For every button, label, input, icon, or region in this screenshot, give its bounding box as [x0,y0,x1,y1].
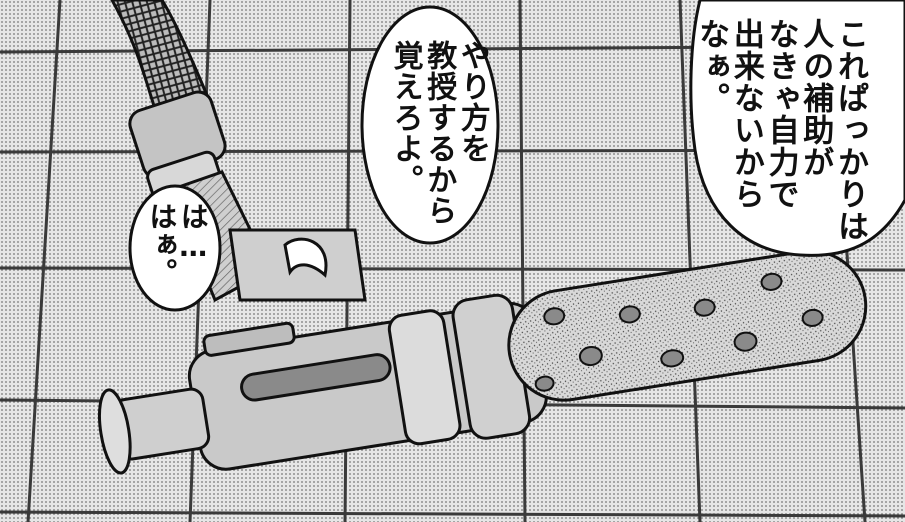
enema-nozzle [97,249,868,475]
speech-bubbles [128,0,905,312]
speech-bubble-middle [360,5,500,245]
speech-text-left: は… はぁ。 [145,202,210,286]
nozzle-neck [168,170,367,303]
speech-text-right: これぱっかりは 人の補助が なきゃ自力で 出来ないから なぁ。 [693,18,868,242]
speech-bubble-left [128,184,222,312]
speech-text-middle: やり方を 教授するから 覚えろよ。 [387,40,490,226]
speech-bubble-right [689,0,905,257]
